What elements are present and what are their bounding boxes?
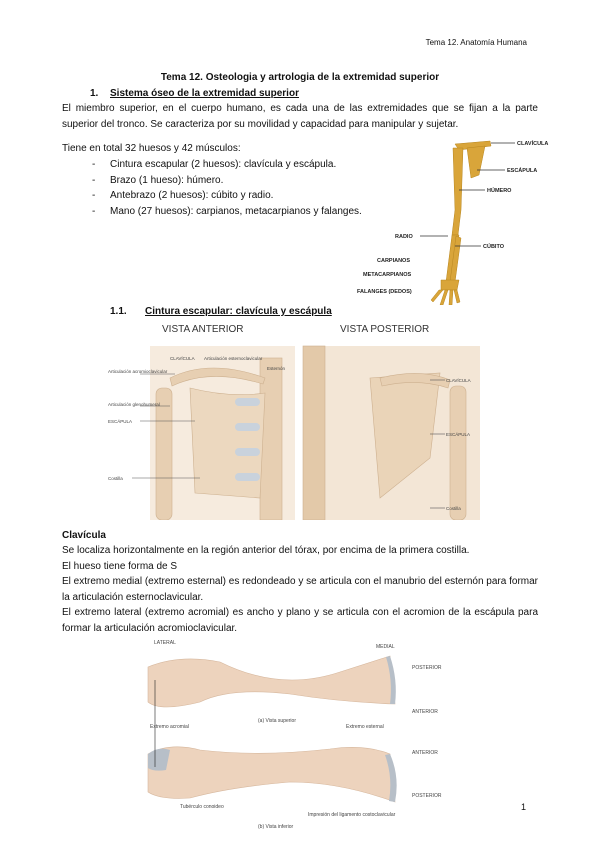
label-radio: RADIO bbox=[395, 234, 413, 240]
list-item-text: Cintura escapular (2 huesos): clavícula … bbox=[110, 159, 337, 170]
label-extremo-esternal: Extremo esternal bbox=[346, 724, 384, 730]
label-costilla-post: Costilla bbox=[446, 506, 461, 511]
list-item: - Cintura escapular (2 huesos): clavícula… bbox=[92, 157, 336, 173]
posterior-view-title: VISTA POSTERIOR bbox=[340, 324, 429, 335]
label-anterior-top: ANTERIOR bbox=[412, 709, 438, 715]
label-lateral: LATERAL bbox=[154, 640, 176, 646]
label-humero: HÚMERO bbox=[487, 187, 512, 194]
list-item-text: Brazo (1 hueso): húmero. bbox=[110, 174, 224, 186]
label-escapula: ESCÁPULA bbox=[507, 167, 537, 174]
list-item-text: Mano (27 huesos): carpianos, metacarpian… bbox=[110, 205, 362, 217]
subsection-number: 1.1. bbox=[110, 306, 127, 317]
label-art-acromioclavicular: Articulación acromioclavicular bbox=[108, 369, 168, 374]
subsection-heading: Cintura escapular: clavícula y escápula bbox=[145, 306, 332, 317]
section-heading: Sistema óseo de la extremidad superior bbox=[110, 88, 299, 99]
clavicula-paragraph: El extremo lateral (extremo acromial) es… bbox=[62, 607, 538, 634]
clavicula-heading: Clavícula bbox=[62, 530, 106, 541]
label-anterior-bottom: ANTERIOR bbox=[412, 750, 438, 756]
label-escapula-post: ESCÁPULA bbox=[446, 431, 470, 437]
label-art-glenohumeral: Articulación glenohumeral bbox=[108, 402, 160, 407]
page-number: 1 bbox=[521, 802, 527, 812]
label-art-esternoclavicular: Articulación esternoclavicular bbox=[204, 356, 263, 361]
list-item: - Antebrazo (2 huesos): cúbito y radio. bbox=[92, 188, 273, 204]
label-clavicula: CLAVÍCULA bbox=[170, 355, 195, 361]
bullet: - bbox=[92, 205, 96, 217]
label-carpianos: CARPIANOS bbox=[377, 258, 410, 264]
shoulder-girdle-figure: VISTA ANTERIOR VISTA POSTERIOR CLAVÍCULA… bbox=[108, 324, 480, 520]
label-falanges: FALANGES (DEDOS) bbox=[357, 289, 412, 295]
bones-total: Tiene en total 32 huesos y 42 músculos: bbox=[62, 143, 241, 154]
clavicle-superior-view bbox=[147, 655, 396, 708]
label-esternon: Esternón bbox=[267, 366, 286, 371]
bone-list: - Cintura escapular (2 huesos): clavícula… bbox=[92, 157, 362, 220]
label-costilla: Costilla bbox=[108, 476, 123, 481]
label-cubito: CÚBITO bbox=[483, 243, 505, 250]
label-tuberculo: Tubérculo conoideo bbox=[180, 804, 224, 810]
label-posterior-top: POSTERIOR bbox=[412, 665, 442, 671]
bullet: - bbox=[92, 190, 96, 201]
bullet: - bbox=[92, 159, 96, 170]
label-metacarpianos: METACARPIANOS bbox=[363, 272, 412, 278]
clavicula-line: El hueso tiene forma de S bbox=[62, 561, 178, 572]
caption-inferior: (b) Vista inferior bbox=[258, 824, 294, 830]
label-escapula: ESCÁPULA bbox=[108, 418, 132, 424]
clavicula-line: Se localiza horizontalmente en la región… bbox=[62, 545, 470, 556]
label-impresion: Impresión del ligamento costoclavicular bbox=[308, 812, 396, 818]
clavicle-inferior-view bbox=[147, 746, 396, 803]
label-extremo-acromial: Extremo acromial bbox=[150, 724, 189, 730]
label-clavicula-post: CLAVÍCULA bbox=[446, 377, 471, 383]
clavicle-figure: LATERAL MEDIAL POSTERIOR ANTERIOR ANTERI… bbox=[147, 640, 442, 830]
label-posterior-bottom: POSTERIOR bbox=[412, 793, 442, 799]
caption-superior: (a) Vista superior bbox=[258, 718, 296, 724]
running-header: Tema 12. Anatomía Humana bbox=[425, 38, 527, 47]
label-medial: MEDIAL bbox=[376, 644, 395, 650]
anterior-view-title: VISTA ANTERIOR bbox=[162, 324, 244, 335]
list-item: - Brazo (1 hueso): húmero. bbox=[92, 173, 223, 189]
clavicula-paragraph: El extremo medial (extremo esternal) es … bbox=[62, 576, 538, 603]
arm-skeleton-figure: CLAVÍCULA ESCÁPULA HÚMERO RADIO CÚBITO C… bbox=[357, 139, 548, 305]
section-number: 1. bbox=[90, 88, 99, 99]
page-title: Tema 12. Osteologia y artrologia de la e… bbox=[160, 72, 440, 83]
label-clavicula: CLAVÍCULA bbox=[517, 139, 548, 147]
bullet: - bbox=[92, 174, 96, 186]
list-item-text: Antebrazo (2 huesos): cúbito y radio. bbox=[110, 190, 274, 201]
intro-paragraph: El miembro superior, en el cuerpo humano… bbox=[62, 103, 538, 130]
list-item: - Mano (27 huesos): carpianos, metacarpia… bbox=[92, 204, 362, 220]
